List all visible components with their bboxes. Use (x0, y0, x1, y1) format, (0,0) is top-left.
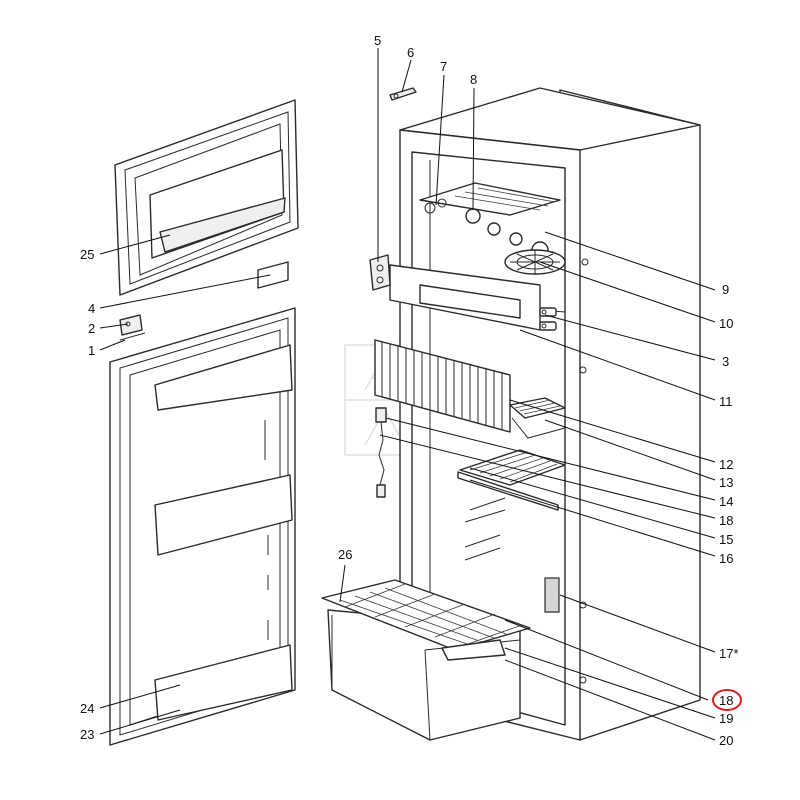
label-26: 26 (338, 547, 352, 562)
label-5: 5 (374, 33, 381, 48)
upper-hinge (369, 254, 391, 291)
label-17: 17* (719, 646, 739, 661)
freezer-door (114, 99, 299, 296)
label-12: 12 (719, 457, 733, 472)
part-labels: 5 6 7 8 9 10 3 11 12 13 14 18 15 16 17* … (80, 33, 739, 748)
hinge-parts (119, 314, 146, 341)
label-7: 7 (440, 59, 447, 74)
label-3: 3 (722, 354, 729, 369)
label-15: 15 (719, 532, 733, 547)
label-18-highlighted: 18 (719, 693, 733, 708)
label-11: 11 (719, 394, 733, 409)
fridge-cabinet (389, 87, 701, 741)
label-10: 10 (719, 316, 733, 331)
label-14: 14 (719, 494, 733, 509)
leader-lines (99, 48, 716, 741)
label-24: 24 (80, 701, 94, 716)
label-16: 16 (719, 551, 733, 566)
label-19: 19 (719, 711, 733, 726)
label-2: 2 (88, 321, 95, 336)
clip-part (389, 87, 417, 101)
label-8: 8 (470, 72, 477, 87)
sensor-cable (375, 407, 387, 498)
fridge-door (109, 307, 296, 746)
label-13: 13 (719, 475, 733, 490)
label-25: 25 (80, 247, 94, 262)
label-6: 6 (407, 45, 414, 60)
label-18-upper: 18 (719, 513, 733, 528)
label-20: 20 (719, 733, 733, 748)
label-23: 23 (80, 727, 94, 742)
cooling-fins (374, 339, 511, 433)
vegetable-crisper (321, 579, 531, 741)
label-1: 1 (88, 343, 95, 358)
label-4: 4 (88, 301, 95, 316)
highlight-ring (712, 689, 742, 711)
label-9: 9 (722, 282, 729, 297)
